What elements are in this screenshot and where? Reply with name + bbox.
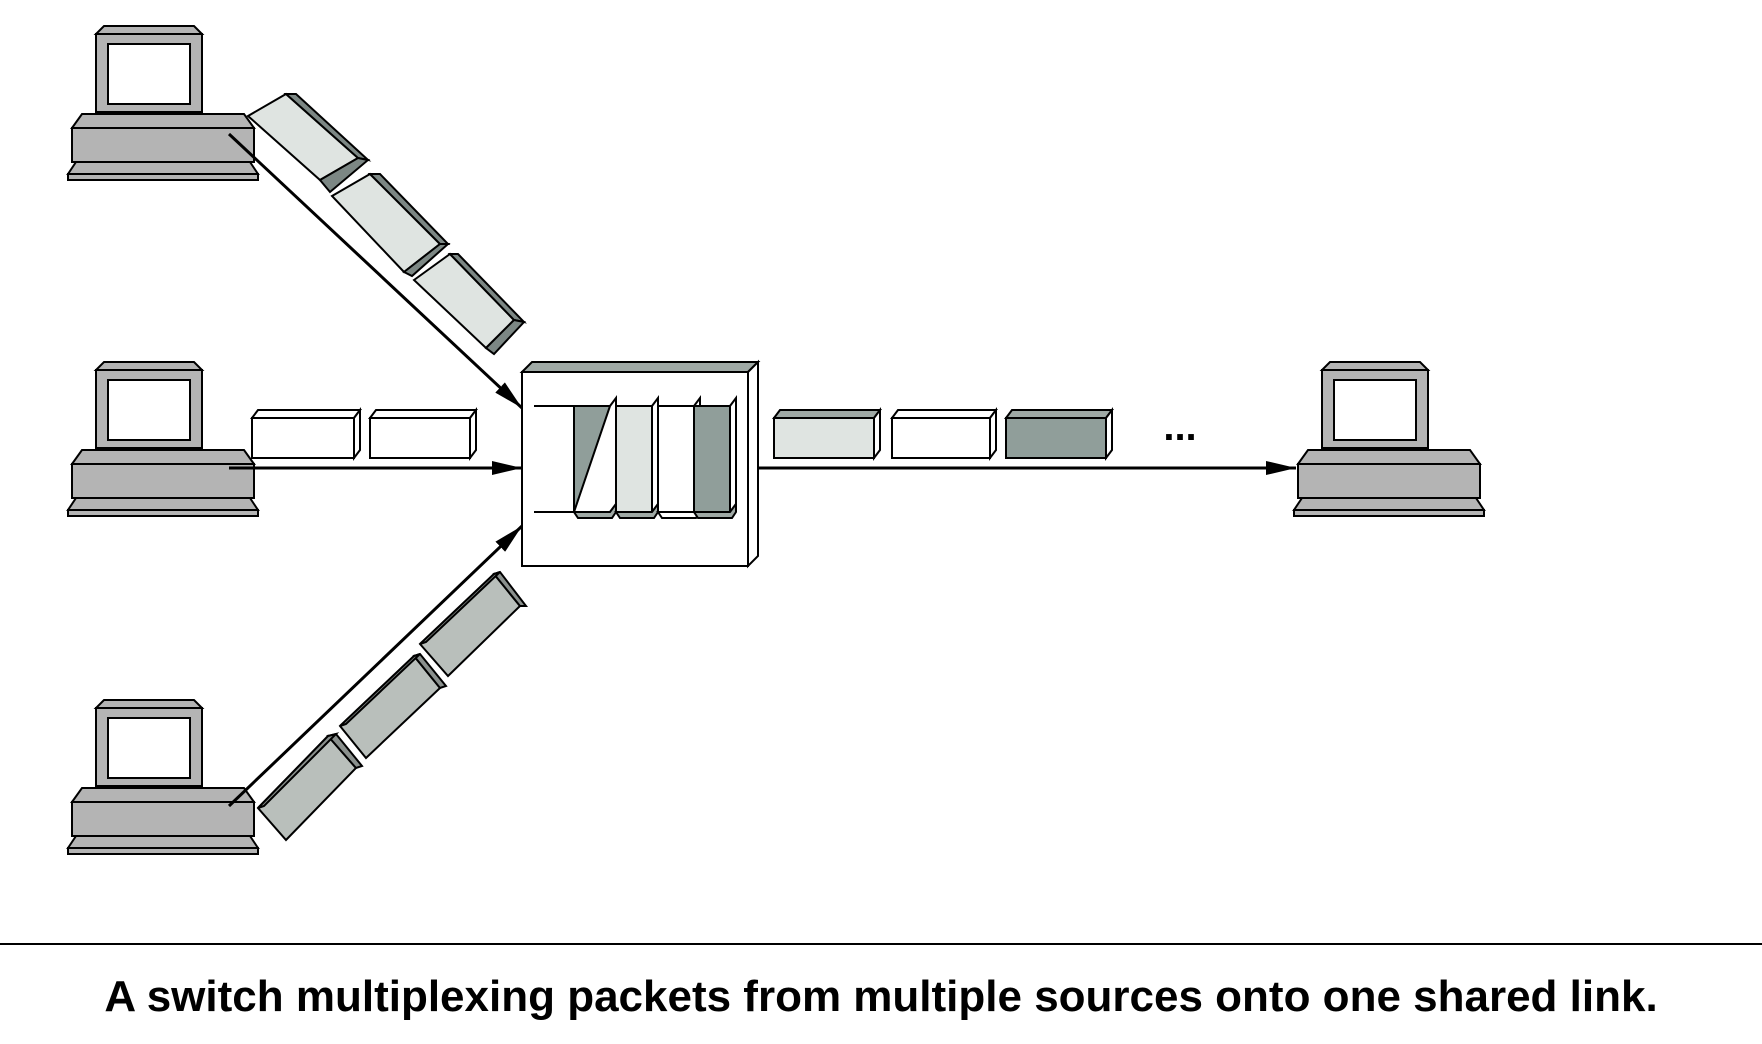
packet-icon [890, 407, 998, 461]
packet-icon [330, 172, 451, 278]
switch-queue [572, 395, 737, 519]
packets-output [772, 407, 1114, 461]
packet-icon [772, 407, 882, 461]
link-arrow-top [227, 132, 524, 410]
caption: A switch multiplexing packets from multi… [104, 972, 1658, 1021]
packet-icon [572, 395, 617, 519]
computer-icon [67, 699, 259, 855]
packet-icon [246, 92, 372, 194]
packet-icon [412, 252, 527, 356]
destination-computer [1293, 361, 1485, 517]
packet-icon [368, 407, 478, 461]
packets-top [246, 92, 527, 356]
packet-icon [418, 570, 529, 678]
switch [519, 359, 761, 569]
packet-icon [256, 732, 364, 842]
computer-icon [1293, 361, 1485, 517]
packet-icon [614, 395, 659, 519]
link-arrow-bottom [227, 524, 524, 808]
source-computer-bottom [67, 699, 259, 855]
computer-icon [67, 25, 259, 181]
packet-icon [250, 407, 362, 461]
computer-icon [67, 361, 259, 517]
packets-middle [250, 407, 478, 461]
packet-icon [692, 395, 737, 519]
packet-icon [338, 652, 448, 760]
source-computer-middle [67, 361, 259, 517]
ellipsis-text: ... [1163, 405, 1196, 449]
packet-icon [1004, 407, 1114, 461]
packets-bottom [256, 570, 529, 842]
source-computer-top [67, 25, 259, 181]
